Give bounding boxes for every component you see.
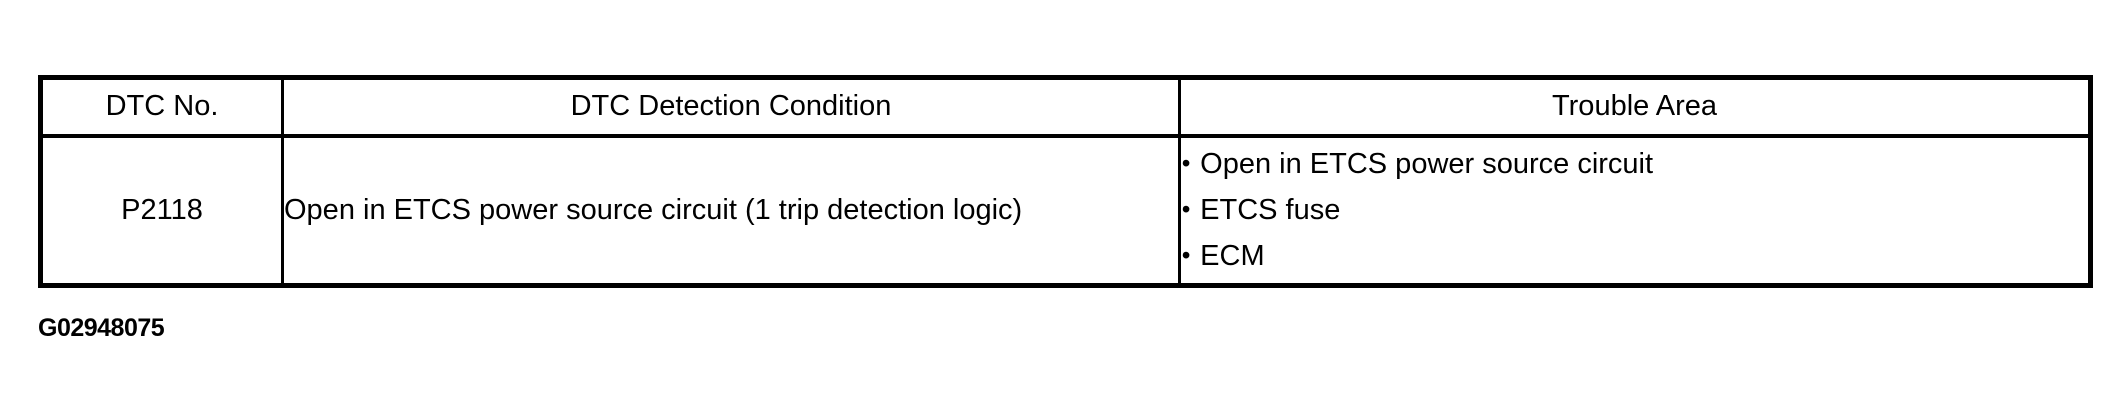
bullet-icon: • — [1181, 150, 1191, 178]
header-dtc-no: DTC No. — [39, 75, 284, 138]
cell-detection-condition: Open in ETCS power source circuit (1 tri… — [281, 133, 1181, 288]
trouble-area-item-label: ETCS fuse — [1200, 194, 1341, 227]
bullet-icon: • — [1181, 196, 1191, 224]
trouble-area-item: • ETCS fuse — [1181, 187, 2088, 233]
dtc-table: DTC No. DTC Detection Condition Trouble … — [38, 75, 2093, 288]
figure-id: G02948075 — [38, 314, 165, 342]
trouble-area-item-label: ECM — [1200, 240, 1265, 273]
header-detection-condition: DTC Detection Condition — [281, 75, 1181, 138]
bullet-icon: • — [1181, 242, 1191, 270]
header-trouble-area: Trouble Area — [1178, 75, 2092, 138]
trouble-area-item: • ECM — [1181, 233, 2088, 279]
cell-trouble-area: • Open in ETCS power source circuit • ETCS… — [1178, 133, 2092, 288]
trouble-area-item: • Open in ETCS power source circuit — [1181, 141, 2088, 187]
table-row: P2118 Open in ETCS power source circuit … — [39, 133, 2092, 288]
cell-dtc-no: P2118 — [39, 133, 284, 288]
dtc-table-header-row: DTC No. DTC Detection Condition Trouble … — [39, 75, 2092, 138]
trouble-area-item-label: Open in ETCS power source circuit — [1200, 148, 1654, 181]
